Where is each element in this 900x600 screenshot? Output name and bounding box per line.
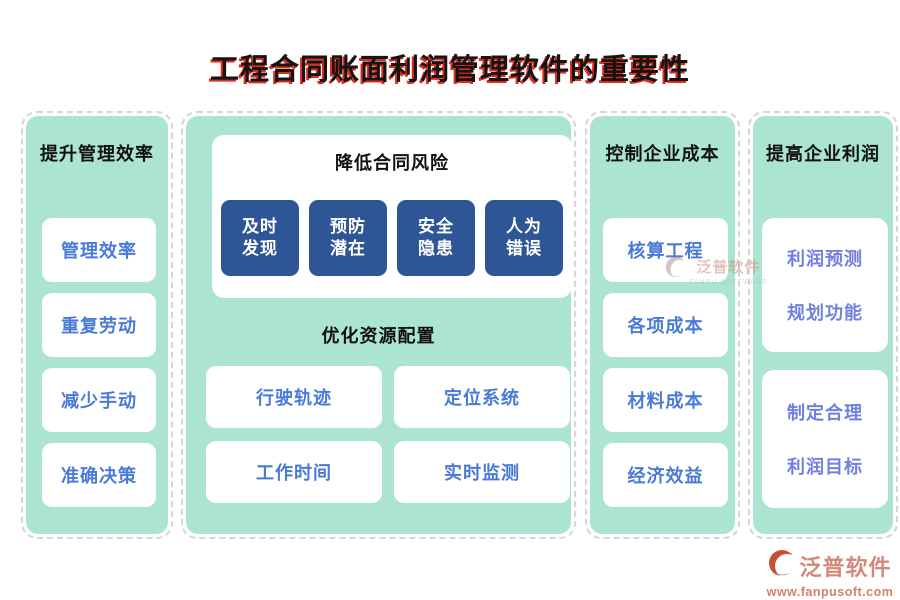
- panel-center: 降低合同风险 及时 发现 预防 潜在 安全 隐患 人为: [181, 111, 576, 539]
- profit-card-2-line-1: 制定合理: [787, 403, 863, 423]
- panel-center-body: 降低合同风险 及时 发现 预防 潜在 安全 隐患 人为: [186, 116, 572, 534]
- resource-grid: 行驶轨迹 定位系统 工作时间 实时监测: [206, 366, 570, 503]
- cost-item-2: 各项成本: [603, 293, 728, 357]
- risk-box-2-line-1: 预防: [330, 216, 366, 236]
- footer-url-link[interactable]: www.fanpusoft.com: [766, 585, 894, 599]
- panel-profit-body: 提高企业利润 利润预测 规划功能 制定合理 利润目标: [753, 116, 893, 534]
- risk-box-3: 安全 隐患: [397, 200, 475, 276]
- profit-card-2-line-2: 利润目标: [787, 457, 863, 477]
- panel-profit-header: 提高企业利润: [766, 144, 880, 164]
- footer-brand-name: 泛普软件: [799, 554, 892, 580]
- risk-card: 降低合同风险 及时 发现 预防 潜在 安全 隐患 人为: [212, 135, 572, 298]
- risk-box-3-line-1: 安全: [418, 216, 454, 236]
- resource-item-4: 实时监测: [394, 441, 570, 503]
- risk-box-1: 及时 发现: [221, 200, 299, 276]
- profit-card-1: 利润预测 规划功能: [762, 218, 888, 352]
- profit-card-1-line-2: 规划功能: [787, 303, 863, 323]
- cost-item-1: 核算工程: [603, 218, 728, 282]
- footer-brand-row: 泛普软件: [768, 549, 891, 582]
- risk-box-4-line-1: 人为: [506, 216, 542, 236]
- resource-item-3: 工作时间: [206, 441, 382, 503]
- risk-header: 降低合同风险: [335, 153, 449, 173]
- efficiency-item-2: 重复劳动: [42, 293, 156, 357]
- panel-efficiency: 提升管理效率 管理效率 重复劳动 减少手动 准确决策: [21, 111, 173, 539]
- risk-box-2-line-2: 潜在: [330, 239, 366, 258]
- risk-box-1-line-1: 及时: [242, 216, 278, 236]
- profit-card-1-line-1: 利润预测: [787, 249, 863, 269]
- risk-box-4-line-2: 错误: [506, 239, 542, 258]
- page-title: 工程合同账面利润管理软件的重要性: [209, 54, 690, 86]
- panel-cost: 控制企业成本 核算工程 各项成本 材料成本 经济效益: [585, 111, 740, 539]
- risk-box-4: 人为 错误: [485, 200, 563, 276]
- panel-efficiency-header: 提升管理效率: [40, 144, 154, 164]
- panel-cost-body: 控制企业成本 核算工程 各项成本 材料成本 经济效益: [590, 116, 735, 534]
- risk-box-3-line-2: 隐患: [418, 239, 454, 258]
- panel-profit: 提高企业利润 利润预测 规划功能 制定合理 利润目标: [748, 111, 898, 539]
- resource-item-2: 定位系统: [394, 366, 570, 428]
- risk-box-2: 预防 潜在: [309, 200, 387, 276]
- profit-card-2: 制定合理 利润目标: [762, 370, 888, 508]
- cost-item-3: 材料成本: [603, 368, 728, 432]
- resource-header: 优化资源配置: [321, 326, 436, 346]
- fanpu-logo-icon: [768, 549, 800, 582]
- efficiency-item-1: 管理效率: [42, 218, 156, 282]
- panel-efficiency-body: 提升管理效率 管理效率 重复劳动 减少手动 准确决策: [26, 116, 168, 534]
- cost-item-4: 经济效益: [603, 443, 728, 507]
- panel-cost-header: 控制企业成本: [605, 144, 720, 164]
- efficiency-item-4: 准确决策: [42, 443, 156, 507]
- footer-brand-block: 泛普软件 www.fanpusoft.com: [766, 549, 894, 599]
- risk-box-row: 及时 发现 预防 潜在 安全 隐患 人为 错误: [221, 200, 563, 276]
- resource-item-1: 行驶轨迹: [206, 366, 382, 428]
- efficiency-item-3: 减少手动: [42, 368, 156, 432]
- risk-box-1-line-2: 发现: [242, 239, 278, 258]
